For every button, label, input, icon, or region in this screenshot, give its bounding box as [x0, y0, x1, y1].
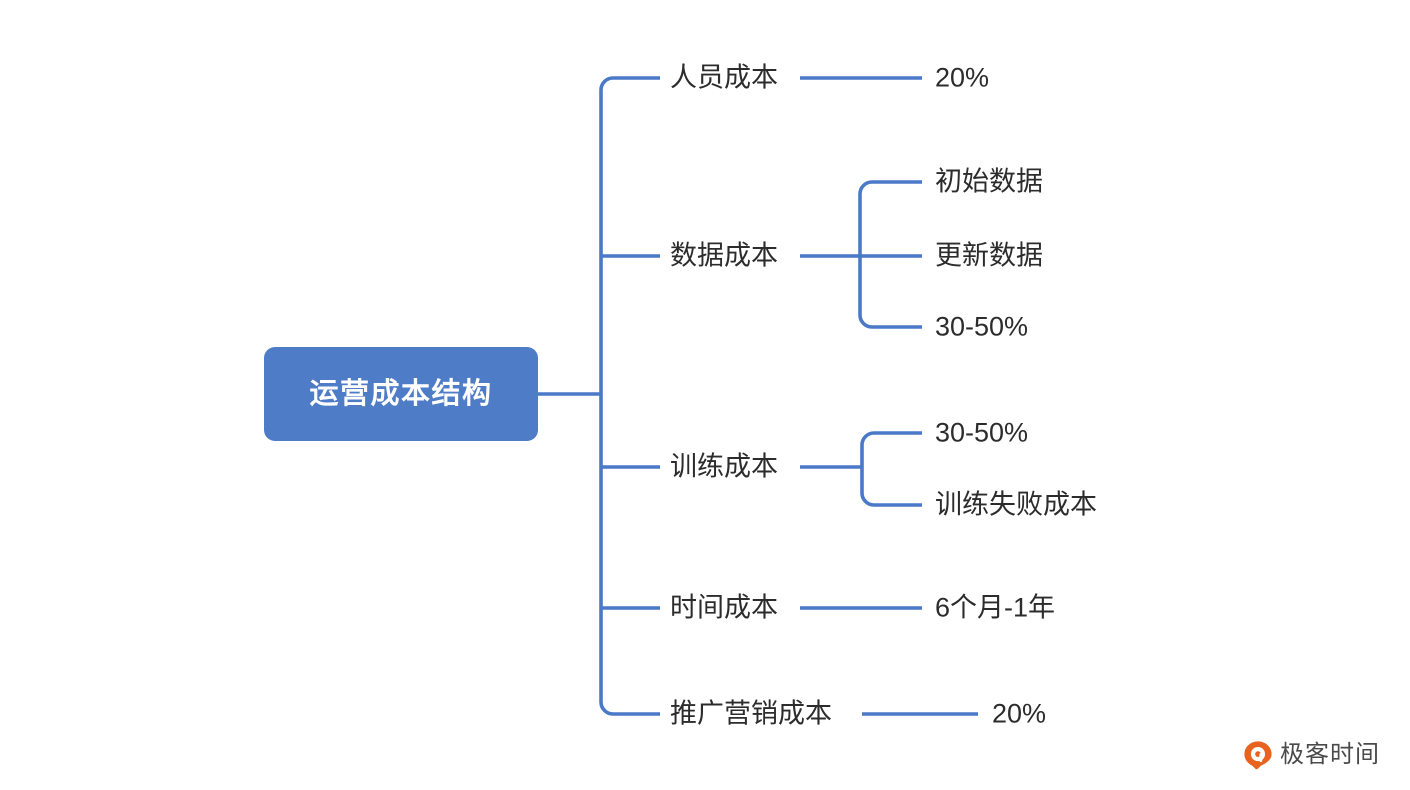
- wire-branch-2-subtrunk: [858, 180, 922, 329]
- wire-branch-3-subtrunk: [860, 431, 922, 507]
- branch-label-2[interactable]: 数据成本: [670, 240, 778, 271]
- leaf-label-4-1[interactable]: 6个月-1年: [935, 592, 1056, 623]
- leaf-label-1-1[interactable]: 20%: [935, 62, 990, 93]
- leaf-label-5-1[interactable]: 20%: [992, 698, 1047, 729]
- brand-logo-text: 极客时间: [1280, 741, 1380, 768]
- branch-label-4[interactable]: 时间成本: [670, 592, 778, 623]
- root-node[interactable]: 运营成本结构: [264, 347, 538, 441]
- leaf-label-3-1[interactable]: 30-50%: [935, 417, 1029, 448]
- brand-logo: 极客时间: [1243, 740, 1380, 770]
- leaf-label-2-1[interactable]: 初始数据: [935, 166, 1043, 197]
- root-node-label: 运营成本结构: [309, 377, 493, 410]
- leaf-label-2-2[interactable]: 更新数据: [935, 240, 1043, 271]
- wire-main-trunk: [599, 76, 660, 716]
- geektime-logo-icon: [1244, 741, 1272, 770]
- leaf-label-3-2[interactable]: 训练失败成本: [935, 489, 1097, 520]
- branch-label-3[interactable]: 训练成本: [670, 451, 778, 482]
- leaf-label-2-3[interactable]: 30-50%: [935, 311, 1029, 342]
- branch-label-1[interactable]: 人员成本: [670, 62, 778, 93]
- branch-label-5[interactable]: 推广营销成本: [670, 698, 832, 729]
